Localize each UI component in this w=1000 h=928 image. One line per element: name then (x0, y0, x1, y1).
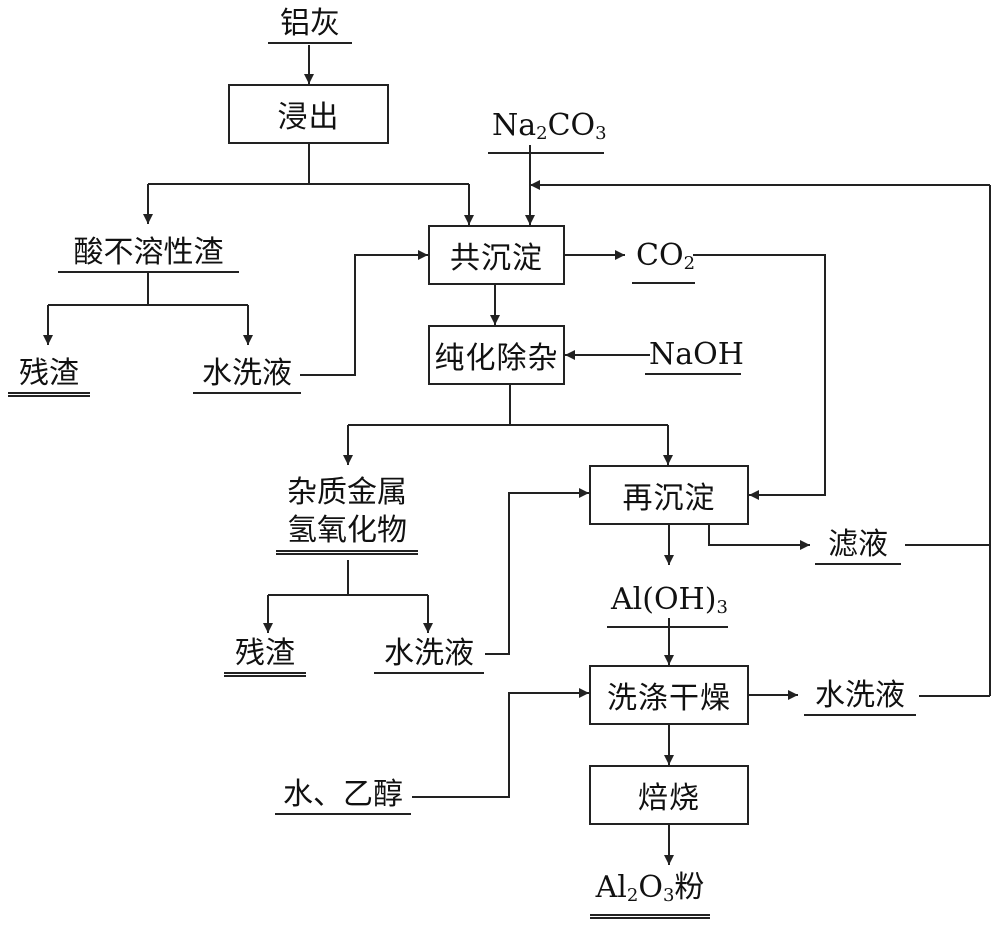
node-sodium-carbonate: Na2CO3 (488, 108, 607, 154)
arrow-wash-liquid-1-to-coprecipitation (300, 250, 428, 376)
node-wash-liquid-3: 水洗液 (804, 678, 916, 716)
process-leaching: 浸出 (228, 84, 389, 144)
formula-subscript: 3 (716, 597, 728, 618)
formula-subscript: 2 (683, 253, 696, 274)
node-naoh: NaOH (645, 337, 744, 375)
node-co2: CO2 (632, 238, 695, 284)
arrow-wash-liquid-2-to-reprecipitation (485, 488, 589, 655)
process-coprecipitation: 共沉淀 (428, 225, 565, 285)
process-calcination-label: 焙烧 (638, 781, 700, 816)
node-product-alumina-powder: Al2O3粉 (590, 870, 710, 919)
arrow-water-ethanol-to-wash-dry (412, 688, 589, 798)
arrow-reprecipitation-to-filtrate (708, 525, 810, 550)
formula-part: CO (547, 108, 596, 143)
process-calcination: 焙烧 (589, 765, 749, 825)
node-acid-insoluble-residue: 酸不溶性渣 (58, 235, 239, 273)
process-wash-dry-label: 洗涤干燥 (607, 681, 731, 716)
formula-subscript: 2 (536, 123, 548, 144)
formula-subscript: 3 (662, 885, 675, 906)
process-wash-dry: 洗涤干燥 (589, 665, 749, 725)
process-coprecipitation-label: 共沉淀 (450, 241, 543, 276)
formula-part: Al (595, 870, 627, 905)
node-filtrate: 滤液 (815, 527, 901, 565)
process-purification: 纯化除杂 (428, 325, 565, 385)
formula-part: Al(OH) (611, 582, 717, 617)
node-raw-material: 铝灰 (268, 6, 352, 44)
node-wash-liquid-2: 水洗液 (374, 636, 484, 674)
process-reprecipitation: 再沉淀 (589, 465, 749, 525)
impurity-hydroxide-line-2: 氢氧化物 (287, 513, 407, 548)
formula-subscript: 3 (595, 123, 607, 144)
node-impurity-metal-hydroxide: 杂质金属氢氧化物 (276, 474, 418, 555)
formula-part: CO (636, 238, 684, 273)
impurity-hydroxide-line-1: 杂质金属 (287, 475, 407, 510)
process-leaching-label: 浸出 (277, 100, 340, 135)
arrow-co2-to-reprecipitation (693, 254, 826, 500)
process-reprecipitation-label: 再沉淀 (622, 481, 716, 516)
formula-part: 粉 (674, 870, 705, 905)
node-aluminum-hydroxide: Al(OH)3 (607, 582, 728, 628)
node-residue-1: 残渣 (8, 356, 90, 397)
process-purification-label: 纯化除杂 (434, 341, 559, 376)
node-water-ethanol: 水、乙醇 (275, 777, 411, 815)
node-residue-2: 残渣 (224, 636, 306, 677)
node-wash-liquid-1: 水洗液 (193, 356, 301, 394)
formula-part: Na (492, 108, 537, 143)
formula-part: O (638, 870, 663, 905)
formula-subscript: 2 (626, 885, 639, 906)
